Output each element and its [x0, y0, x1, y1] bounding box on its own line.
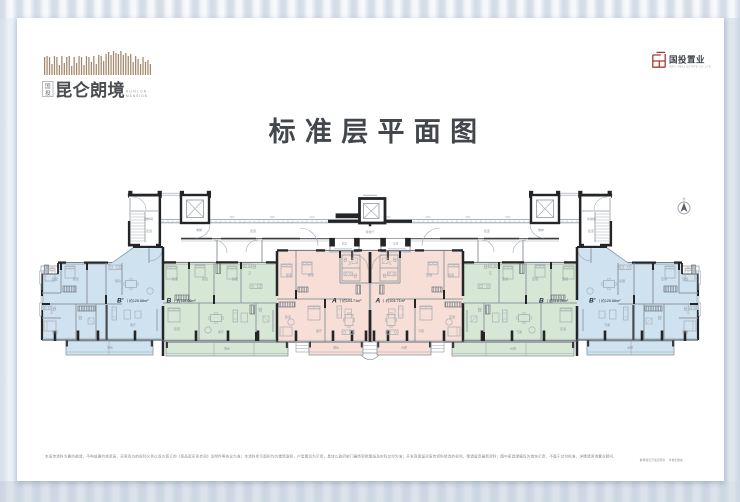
- svg-text:候梯厅: 候梯厅: [365, 229, 374, 234]
- svg-text:阳台: 阳台: [333, 346, 339, 350]
- svg-text:B': B': [117, 298, 124, 305]
- svg-text:卧室: 卧室: [172, 276, 178, 281]
- svg-text:A: A: [375, 298, 381, 305]
- svg-text:楼梯间: 楼梯间: [144, 216, 153, 221]
- svg-text:国: 国: [45, 83, 51, 90]
- svg-text:2600: 2600: [229, 217, 235, 219]
- svg-text:电梯: 电梯: [196, 227, 202, 232]
- svg-text:阳台: 阳台: [107, 346, 113, 350]
- svg-text:卧室: 卧室: [202, 276, 208, 281]
- svg-text:KUNLUN: KUNLUN: [126, 89, 148, 93]
- svg-text:卧室: 卧室: [232, 276, 238, 281]
- svg-text:卧室: 卧室: [285, 314, 291, 319]
- svg-text:卧室: 卧室: [52, 276, 58, 281]
- svg-text:SDIC REAL ESTATE CO.,LTD.: SDIC REAL ESTATE CO.,LTD.: [669, 65, 712, 69]
- svg-text:卧室: 卧室: [52, 329, 58, 334]
- svg-text:阳台: 阳台: [224, 347, 230, 351]
- svg-text:丨约120.66m²: 丨约120.66m²: [126, 298, 150, 303]
- svg-text:客厅: 客厅: [218, 329, 224, 334]
- svg-text:B': B': [589, 298, 596, 305]
- svg-text:丨约118.06m²: 丨约118.06m²: [546, 298, 569, 303]
- svg-text:卫: 卫: [50, 310, 53, 314]
- svg-text:卧室: 卧室: [286, 272, 292, 277]
- svg-text:客厅: 客厅: [316, 328, 322, 333]
- svg-text:卧室: 卧室: [308, 272, 314, 277]
- svg-text:丨约120.66m²: 丨约120.66m²: [598, 298, 622, 303]
- svg-text:标准层平面图: 标准层平面图: [269, 117, 487, 147]
- svg-text:本宣传资料为要约邀请，不构成要约或承诺，买卖双方的权利义务以: 本宣传资料为要约邀请，不构成要约或承诺，买卖双方的权利义务以双方签订的《商品房买…: [45, 453, 617, 458]
- svg-text:卫: 卫: [248, 271, 251, 275]
- svg-text:卧室: 卧室: [73, 276, 79, 281]
- svg-text:B: B: [167, 298, 172, 305]
- svg-text:丨约104.71m²: 丨约104.71m²: [382, 298, 406, 303]
- svg-text:卧室: 卧室: [174, 326, 180, 331]
- svg-text:北: 北: [682, 196, 685, 201]
- svg-text:昆仑朗境: 昆仑朗境: [55, 80, 125, 100]
- svg-text:卫: 卫: [348, 261, 351, 265]
- svg-text:A: A: [331, 298, 337, 305]
- svg-text:厨房: 厨房: [115, 278, 121, 283]
- svg-text:解释权归开发商所有 详询售楼处: 解释权归开发商所有 详询售楼处: [640, 458, 683, 462]
- svg-text:国投置业: 国投置业: [669, 54, 705, 64]
- svg-text:丨约118.06m²: 丨约118.06m²: [173, 298, 196, 303]
- svg-text:2600: 2600: [309, 217, 315, 219]
- svg-text:投: 投: [45, 89, 51, 97]
- svg-text:2600: 2600: [269, 217, 275, 219]
- svg-text:走道: 走道: [250, 228, 256, 233]
- svg-text:MANSION: MANSION: [126, 94, 148, 98]
- svg-text:客厅: 客厅: [130, 322, 136, 327]
- svg-text:丨约104.71m²: 丨约104.71m²: [339, 298, 363, 303]
- svg-text:走道: 走道: [146, 228, 152, 233]
- svg-text:B: B: [539, 298, 544, 305]
- svg-text:前室: 前室: [342, 241, 348, 245]
